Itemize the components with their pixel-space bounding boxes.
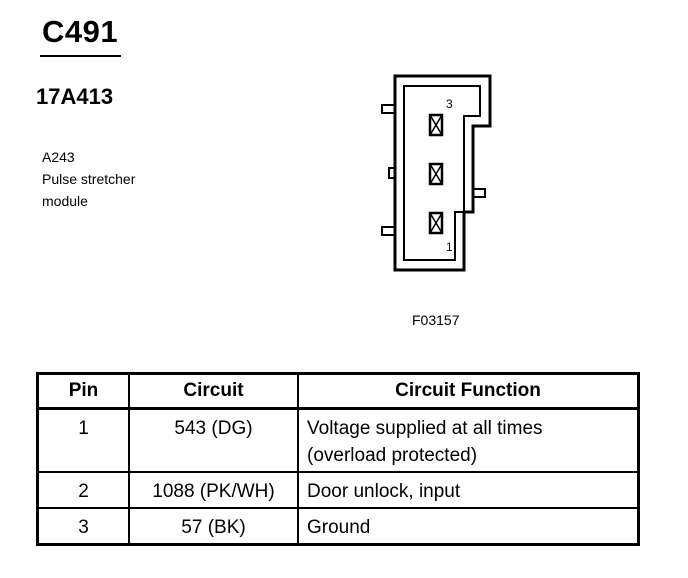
connector-housing-outer bbox=[393, 74, 492, 272]
function-cell: Door unlock, input bbox=[297, 471, 640, 509]
function-cell: Voltage supplied at all times (overload … bbox=[297, 407, 640, 473]
function-line: Door unlock, input bbox=[307, 481, 461, 502]
latch-tab-left-middle bbox=[388, 167, 396, 179]
pinout-table: Pin Circuit Circuit Function 1 543 (DG) … bbox=[36, 372, 640, 546]
latch-tab-left-bottom bbox=[381, 226, 396, 236]
table-row: 1 543 (DG) Voltage supplied at all times… bbox=[36, 407, 640, 473]
pin-cell: 1 bbox=[36, 407, 130, 473]
component-description: A243 Pulse stretcher module bbox=[42, 146, 135, 212]
part-number: 17A413 bbox=[36, 84, 114, 109]
pin-cell: 2 bbox=[36, 471, 130, 509]
table-row: 2 1088 (PK/WH) Door unlock, input bbox=[36, 471, 640, 509]
column-header-circuit: Circuit bbox=[128, 372, 299, 410]
table-row: 3 57 (BK) Ground bbox=[36, 507, 640, 546]
component-name-line-1: Pulse stretcher bbox=[42, 171, 136, 187]
connector-id-underline bbox=[40, 55, 121, 57]
circuit-cell: 57 (BK) bbox=[128, 507, 299, 546]
terminal-pin-2 bbox=[428, 162, 444, 186]
figure-number: F03157 bbox=[412, 312, 460, 328]
connector-face-diagram: 3 1 bbox=[381, 74, 492, 272]
function-line: Voltage supplied at all times bbox=[307, 418, 543, 439]
pin-label-bottom: 1 bbox=[446, 240, 453, 254]
component-name-line-2: module bbox=[42, 193, 88, 209]
latch-tab-left-top bbox=[381, 104, 396, 114]
column-header-circuit-function: Circuit Function bbox=[297, 372, 640, 410]
column-header-pin: Pin bbox=[36, 372, 130, 410]
pin-label-top: 3 bbox=[446, 97, 453, 111]
terminal-pin-1 bbox=[428, 211, 444, 235]
circuit-cell: 1088 (PK/WH) bbox=[128, 471, 299, 509]
function-cell: Ground bbox=[297, 507, 640, 546]
function-line: Ground bbox=[307, 517, 371, 538]
table-header-row: Pin Circuit Circuit Function bbox=[36, 372, 640, 410]
latch-tab-right bbox=[472, 188, 486, 198]
terminal-pin-3 bbox=[428, 113, 444, 137]
function-line: (overload protected) bbox=[307, 445, 478, 466]
connector-housing-inner bbox=[403, 85, 481, 261]
circuit-cell: 543 (DG) bbox=[128, 407, 299, 473]
component-code: A243 bbox=[42, 149, 75, 165]
pin-cell: 3 bbox=[36, 507, 130, 546]
connector-id: C491 bbox=[42, 14, 119, 49]
